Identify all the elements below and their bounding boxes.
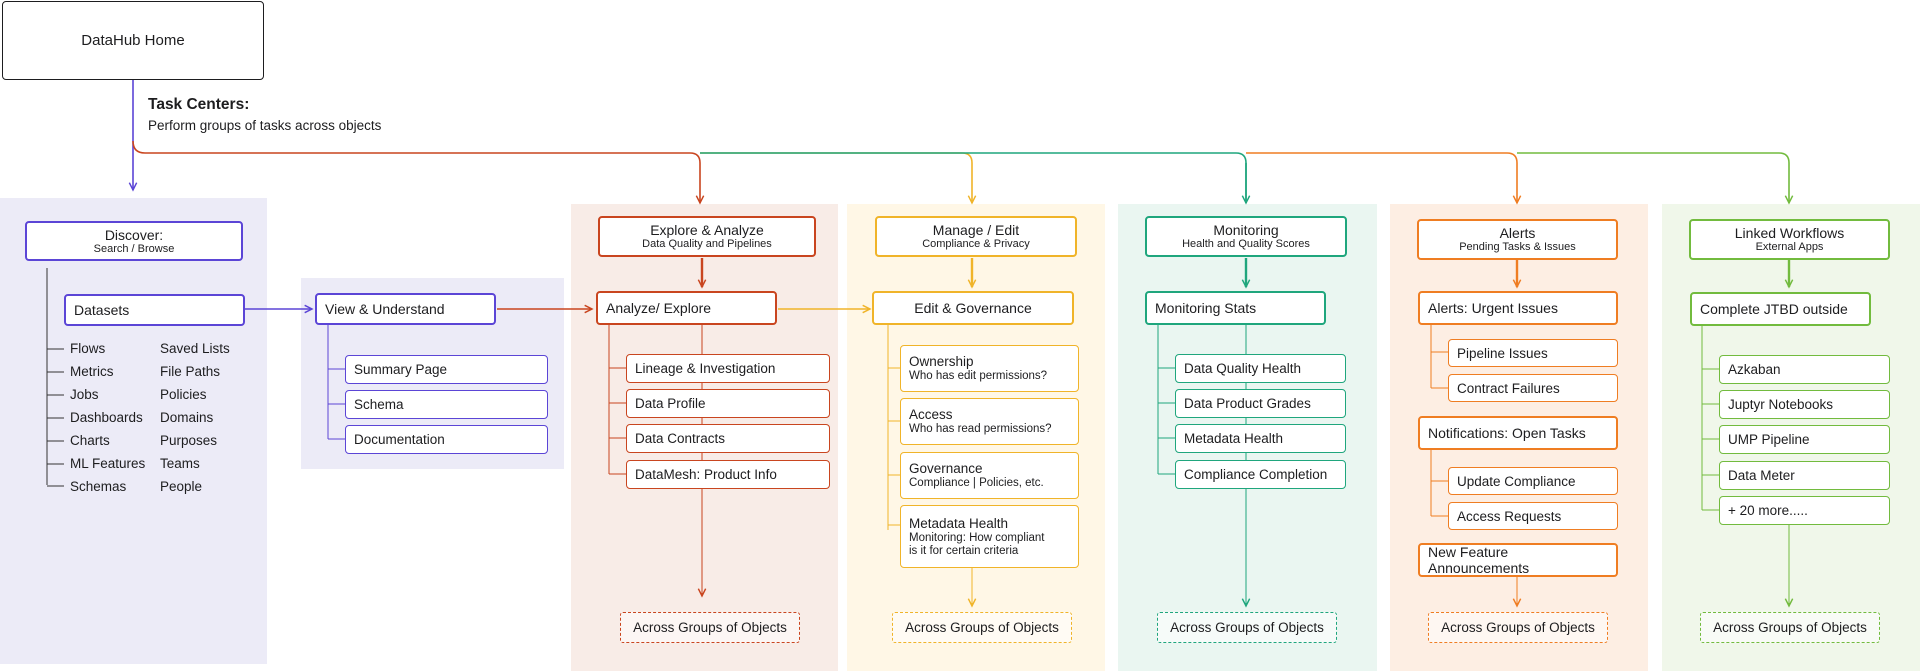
view-item-schema[interactable]: Schema: [345, 390, 548, 419]
task-centers-subtitle: Perform groups of tasks across objects: [148, 118, 382, 133]
alerts-item-access-requests[interactable]: Access Requests: [1448, 502, 1618, 530]
discover-list-item[interactable]: Flows: [70, 341, 106, 356]
manage-item-ownership[interactable]: Ownership Who has edit permissions?: [900, 345, 1079, 392]
monitoring-item-compliance[interactable]: Compliance Completion: [1175, 460, 1346, 489]
discover-list-item[interactable]: ML Features: [70, 456, 146, 471]
manage-item-access[interactable]: Access Who has read permissions?: [900, 398, 1079, 445]
alerts-header[interactable]: Alerts Pending Tasks & Issues: [1417, 219, 1618, 260]
linked-footer[interactable]: Across Groups of Objects: [1700, 612, 1880, 643]
home-label: DataHub Home: [81, 32, 185, 49]
datahub-home-box[interactable]: DataHub Home: [2, 1, 264, 80]
alerts-item-pipeline-issues[interactable]: Pipeline Issues: [1448, 339, 1618, 367]
view-item-summary-page[interactable]: Summary Page: [345, 355, 548, 384]
discover-subtitle: Search / Browse: [93, 242, 175, 255]
datasets-item[interactable]: Datasets: [64, 294, 245, 326]
discover-list-item[interactable]: Policies: [160, 387, 207, 402]
linked-item-azkaban[interactable]: Azkaban: [1719, 355, 1890, 384]
linked-header[interactable]: Linked Workflows External Apps: [1689, 219, 1890, 260]
explore-item-lineage[interactable]: Lineage & Investigation: [626, 354, 830, 383]
discover-header[interactable]: Discover: Search / Browse: [25, 221, 243, 261]
manage-header[interactable]: Manage / Edit Compliance & Privacy: [875, 216, 1077, 257]
alerts-footer[interactable]: Across Groups of Objects: [1428, 612, 1608, 643]
alerts-item-update-compliance[interactable]: Update Compliance: [1448, 467, 1618, 495]
discover-title: Discover:: [104, 226, 164, 243]
manage-item-metadata-health[interactable]: Metadata Health Monitoring: How complian…: [900, 505, 1079, 568]
monitoring-footer[interactable]: Across Groups of Objects: [1157, 612, 1337, 643]
discover-list-item[interactable]: Schemas: [70, 479, 127, 494]
view-understand-box[interactable]: View & Understand: [315, 293, 496, 325]
monitoring-item-metadata-health[interactable]: Metadata Health: [1175, 424, 1346, 453]
alerts-section-new-features[interactable]: New Feature Announcements: [1418, 543, 1618, 577]
explore-item-datamesh[interactable]: DataMesh: Product Info: [626, 460, 830, 489]
monitoring-item-dq-health[interactable]: Data Quality Health: [1175, 354, 1346, 383]
discover-panel: [0, 198, 267, 664]
discover-list-item[interactable]: Saved Lists: [160, 341, 230, 356]
discover-list-item[interactable]: Charts: [70, 433, 110, 448]
alerts-item-contract-failures[interactable]: Contract Failures: [1448, 374, 1618, 402]
explore-section-analyze[interactable]: Analyze/ Explore: [596, 291, 777, 325]
explore-footer[interactable]: Across Groups of Objects: [620, 612, 800, 643]
discover-list-item[interactable]: Dashboards: [70, 410, 143, 425]
explore-item-data-profile[interactable]: Data Profile: [626, 389, 830, 418]
manage-item-governance[interactable]: Governance Compliance | Policies, etc.: [900, 452, 1079, 499]
linked-item-ump-pipeline[interactable]: UMP Pipeline: [1719, 425, 1890, 454]
linked-item-data-meter[interactable]: Data Meter: [1719, 461, 1890, 490]
discover-list-item[interactable]: File Paths: [160, 364, 221, 379]
monitoring-header[interactable]: Monitoring Health and Quality Scores: [1145, 216, 1347, 257]
alerts-section-notifications[interactable]: Notifications: Open Tasks: [1418, 416, 1618, 450]
monitoring-section-stats[interactable]: Monitoring Stats: [1145, 291, 1326, 325]
linked-item-notebooks[interactable]: Juptyr Notebooks: [1719, 390, 1890, 419]
discover-list-item[interactable]: People: [160, 479, 203, 494]
explore-header[interactable]: Explore & Analyze Data Quality and Pipel…: [598, 216, 816, 257]
discover-list-item[interactable]: Teams: [160, 456, 200, 471]
manage-section-edit-governance[interactable]: Edit & Governance: [872, 291, 1074, 325]
linked-item-more[interactable]: + 20 more.....: [1719, 496, 1890, 525]
discover-list-item[interactable]: Purposes: [160, 433, 218, 448]
manage-footer[interactable]: Across Groups of Objects: [892, 612, 1072, 643]
monitoring-item-product-grades[interactable]: Data Product Grades: [1175, 389, 1346, 418]
task-centers-title: Task Centers:: [148, 96, 250, 113]
explore-item-data-contracts[interactable]: Data Contracts: [626, 424, 830, 453]
linked-section-jtbd[interactable]: Complete JTBD outside: [1690, 292, 1871, 326]
discover-list-item[interactable]: Domains: [160, 410, 214, 425]
view-item-documentation[interactable]: Documentation: [345, 425, 548, 454]
alerts-section-urgent[interactable]: Alerts: Urgent Issues: [1418, 291, 1618, 325]
discover-list-item[interactable]: Jobs: [70, 387, 99, 402]
discover-list-item[interactable]: Metrics: [70, 364, 114, 379]
